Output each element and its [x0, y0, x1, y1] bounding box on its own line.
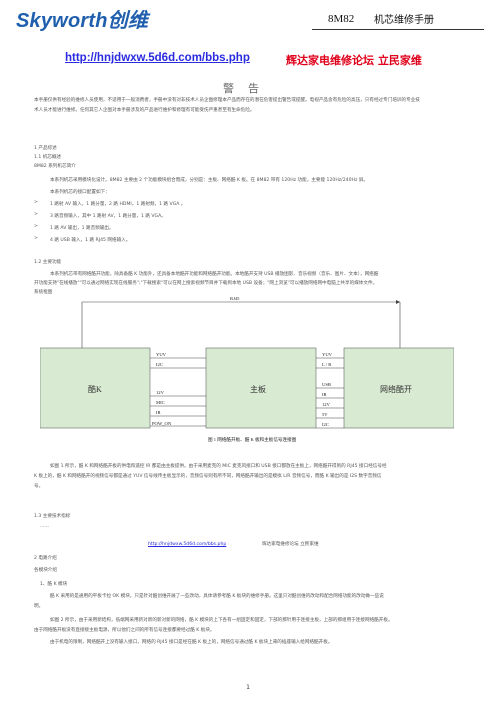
signal-label: YUV — [322, 352, 333, 357]
signal-label: I2C — [322, 422, 329, 427]
section-k-heading: 1、酷 K 模块 — [40, 582, 68, 587]
signal-label: I2C — [156, 362, 163, 367]
block-cool-k — [40, 347, 151, 429]
signal-label: MIC — [156, 400, 165, 405]
k-line-4: 由于网络酷开板没有直接接主板电源，所以他们之间的所有信号连接都要经过酷 K 板块… — [34, 628, 215, 633]
after-diagram-line-2: K 板上的，酷 K 和网络酷开的视频信号都是通过 YUV 信号线传主板显示的，音… — [34, 474, 382, 479]
intro-line-1: 本系列机芯采用模块化设计。8M82 主要由 2 个功能模块组合而成，分别是：主板… — [50, 178, 369, 183]
section-1-3-heading: 1.3 主要技术指标 — [34, 514, 71, 519]
section-1-1-heading: 1.1 机芯概述 — [34, 155, 62, 160]
bullet-marker: > — [34, 200, 38, 205]
k-line-2: 明。 — [34, 604, 44, 609]
after-diagram-line-3: 号。 — [34, 484, 44, 489]
function-line-3: 系统框图 — [34, 290, 53, 295]
signal-label: YUV — [156, 352, 167, 357]
section-1-2-heading: 1.2 主要功能 — [34, 260, 62, 265]
bullet-marker: > — [34, 236, 38, 241]
system-block-diagram: RJ45 酷K 主板 网络酷开 YUV I2C 12V MIC IR POW_O… — [40, 296, 454, 443]
header-underline — [312, 29, 484, 30]
signal-label: POW_ON — [152, 421, 172, 426]
bullet-item-2: 3 路音频输入，其中 1 路射 AV，1 路分量，1 路 VGA。 — [50, 214, 166, 219]
section-2-subheading: 各模块介绍 — [34, 568, 57, 573]
k-line-3: 如图 2 所示，由于采用新结构，低端网采用新对新的新对新的网络，酷 K 模块的上… — [50, 618, 393, 623]
after-diagram-line-1: 如图 1 所示，酷 K 和网络酷开板的供电和遥控 IR 都是由主板提供。由于采用… — [50, 464, 387, 469]
block-cool-k-label: 酷K — [88, 384, 102, 394]
rj45-arrow — [396, 300, 400, 304]
block-network-label: 网络酷开 — [380, 384, 412, 394]
skyworth-logo: Skyworth创维 — [16, 10, 149, 32]
bullet-item-1: 1 路射 AV 输入，1 路分量，2 路 HDMI，1 路射频，1 路 VGA … — [50, 202, 186, 207]
block-main-board-label: 主板 — [250, 384, 266, 394]
ellipsis: …… — [40, 524, 50, 529]
signal-label: L / R — [322, 362, 332, 367]
function-line-1: 本系列机芯带有网络酷开功能，除具备酷 K 功能外，还具备本地酷开功能和网络酷开功… — [50, 272, 379, 277]
warning-line-2: 术人员才能进行维修。任何其它人企图对本手册涉及的产品进行维护和修理有可能受伤严重… — [34, 108, 255, 113]
signal-label: IR — [322, 392, 328, 397]
diagram-caption: 图 1 网络酷开板、酷 K 板和主板信号连接图 — [208, 436, 297, 443]
header-title: 机芯维修手册 — [374, 15, 434, 26]
top-forum-name: 辉达家电维修论坛 立民家维 — [286, 54, 422, 67]
signal-label: 5V — [322, 412, 328, 417]
warning-line-1: 本手册仅供有经验的维修人员使用，不适用于一般消费者，手册中没有对非技术人员企图修… — [34, 98, 420, 103]
bullet-item-3: 1 路 AV 输出，1 路音频输出。 — [50, 226, 114, 231]
chip-intro: 8M82 系列机芯简介 — [34, 164, 76, 169]
bullet-item-4: 4 路 USB 输入，1 路 RJ45 网络输入。 — [50, 238, 131, 243]
function-line-2: 开功能支持"在线播放""可以通过网络实现在线服务";"下载搜索"可以在网上搜索视… — [34, 281, 378, 286]
signal-label: 12V — [156, 390, 165, 395]
intro-line-2: 本系列机芯的接口配置如下： — [50, 190, 110, 195]
k-line-5: 由于机电的限制，网络酷开上没有输入接口，网络的 RJ45 接口是经在酷 K 板上… — [50, 640, 333, 645]
footer-forum-link[interactable]: http://hnjdwxw.5d6d.com/bbs.php — [148, 542, 227, 547]
block-network — [343, 347, 454, 429]
signal-label: USB — [322, 382, 331, 387]
footer-forum-name: 辉达家电维修论坛 立民家维 — [262, 542, 319, 547]
warning-title: 警告 — [223, 82, 273, 95]
k-line-1: 酷 K 采用的是通用的平板卡拉 OK 模块，只是针对酷创维开展了一些改动，具体请… — [50, 594, 384, 599]
page-number: 1 — [246, 684, 250, 691]
section-1-heading: 1 产品综述 — [34, 146, 57, 151]
bullet-marker: > — [34, 212, 38, 217]
signal-label: IR — [156, 410, 162, 415]
top-forum-link[interactable]: http://hnjdwxw.5d6d.com/bbs.php — [65, 52, 250, 64]
section-2-heading: 2 电路介绍 — [34, 556, 57, 561]
bullet-marker: > — [34, 224, 38, 229]
signal-label: 12V — [322, 402, 331, 407]
rj45-label: RJ45 — [230, 296, 240, 301]
header-model: 8M82 — [328, 13, 355, 25]
